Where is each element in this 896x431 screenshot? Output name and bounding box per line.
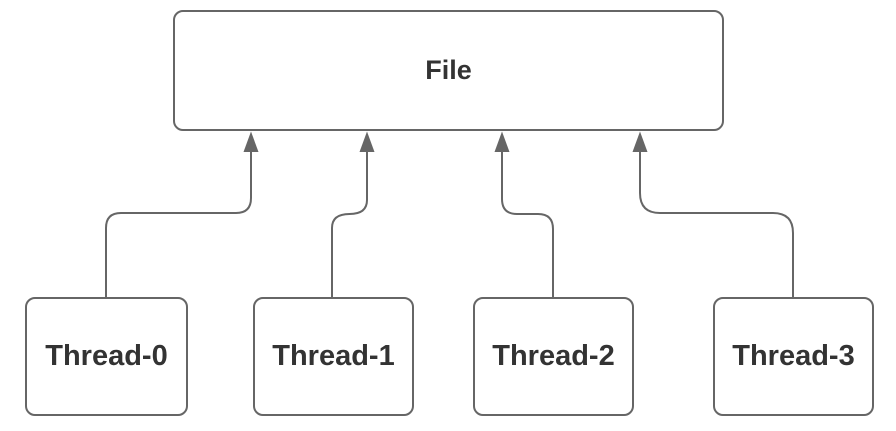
node-thread-1: Thread-1: [253, 297, 414, 416]
node-thread-3: Thread-3: [713, 297, 874, 416]
node-thread-2-label: Thread-2: [492, 340, 615, 372]
edge-thread-3-to-file: [632, 131, 794, 297]
node-thread-0: Thread-0: [25, 297, 188, 416]
node-file-label: File: [425, 55, 472, 85]
arrowhead-up-icon: [359, 131, 375, 152]
node-thread-3-label: Thread-3: [732, 340, 855, 372]
edge-thread-1-to-file: [331, 131, 375, 297]
edge-thread-0-to-file: [105, 131, 259, 297]
node-thread-2: Thread-2: [473, 297, 634, 416]
arrowhead-up-icon: [632, 131, 648, 152]
arrowhead-up-icon: [243, 131, 259, 152]
node-thread-0-label: Thread-0: [45, 340, 168, 372]
arrowhead-up-icon: [494, 131, 510, 152]
edge-thread-2-to-file: [494, 131, 554, 297]
node-file: File: [173, 10, 724, 131]
node-thread-1-label: Thread-1: [272, 340, 395, 372]
